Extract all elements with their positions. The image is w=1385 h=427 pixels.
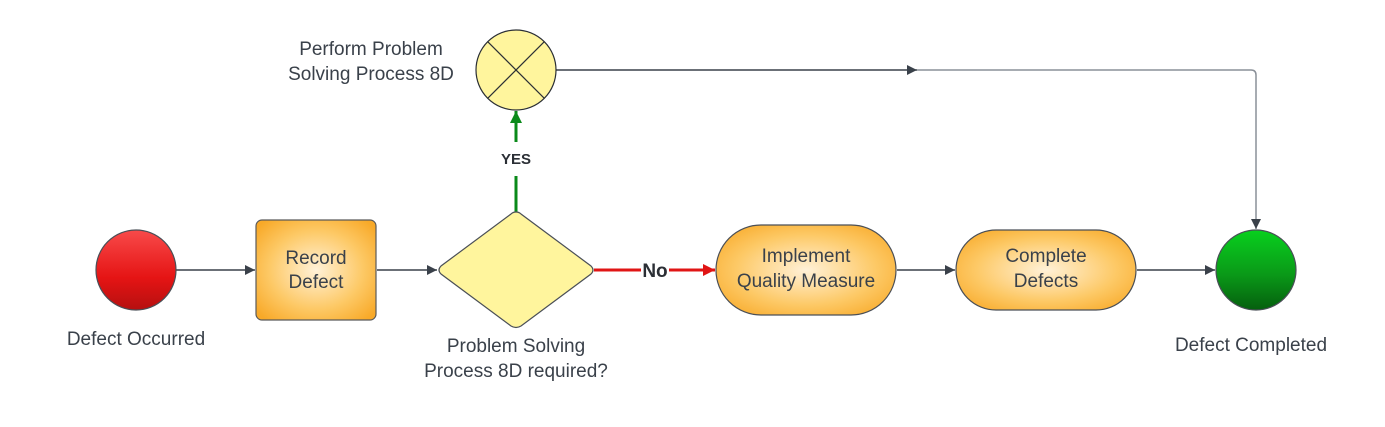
gateway-decision[interactable] [438, 211, 594, 329]
task-record-defect[interactable]: Record Defect [255, 219, 377, 321]
task-record-defect-label-line1: Record [285, 248, 346, 269]
task-record-defect-label-line2: Defect [289, 272, 345, 293]
edge-decision-to-xor-yes[interactable]: YES [501, 111, 531, 212]
task-implement-quality-measure[interactable]: Implement Quality Measure [715, 224, 897, 316]
gateway-decision-label-line2: Process 8D required? [424, 361, 608, 382]
gateway-xor-label-line1: Perform Problem [299, 39, 443, 60]
edge-decision-to-implement-no[interactable]: No [594, 261, 715, 282]
task-complete-label-line1: Complete [1005, 246, 1086, 267]
task-complete-label-line2: Defects [1014, 271, 1078, 292]
gateway-decision-label-line1: Problem Solving [447, 336, 585, 357]
end-event-label: Defect Completed [1175, 335, 1327, 356]
task-implement-label-line1: Implement [762, 246, 851, 267]
start-event-node[interactable] [95, 229, 177, 311]
end-event-node[interactable] [1215, 229, 1297, 311]
edge-label-yes: YES [501, 151, 531, 168]
task-implement-label-line2: Quality Measure [737, 271, 875, 292]
gateway-xor-label-line2: Solving Process 8D [288, 64, 454, 85]
task-complete-defects[interactable]: Complete Defects [955, 229, 1137, 311]
edge-xor-to-end[interactable] [556, 65, 1261, 229]
gateway-xor[interactable] [475, 29, 557, 111]
start-event-label: Defect Occurred [67, 329, 205, 350]
edge-label-no: No [642, 261, 667, 282]
